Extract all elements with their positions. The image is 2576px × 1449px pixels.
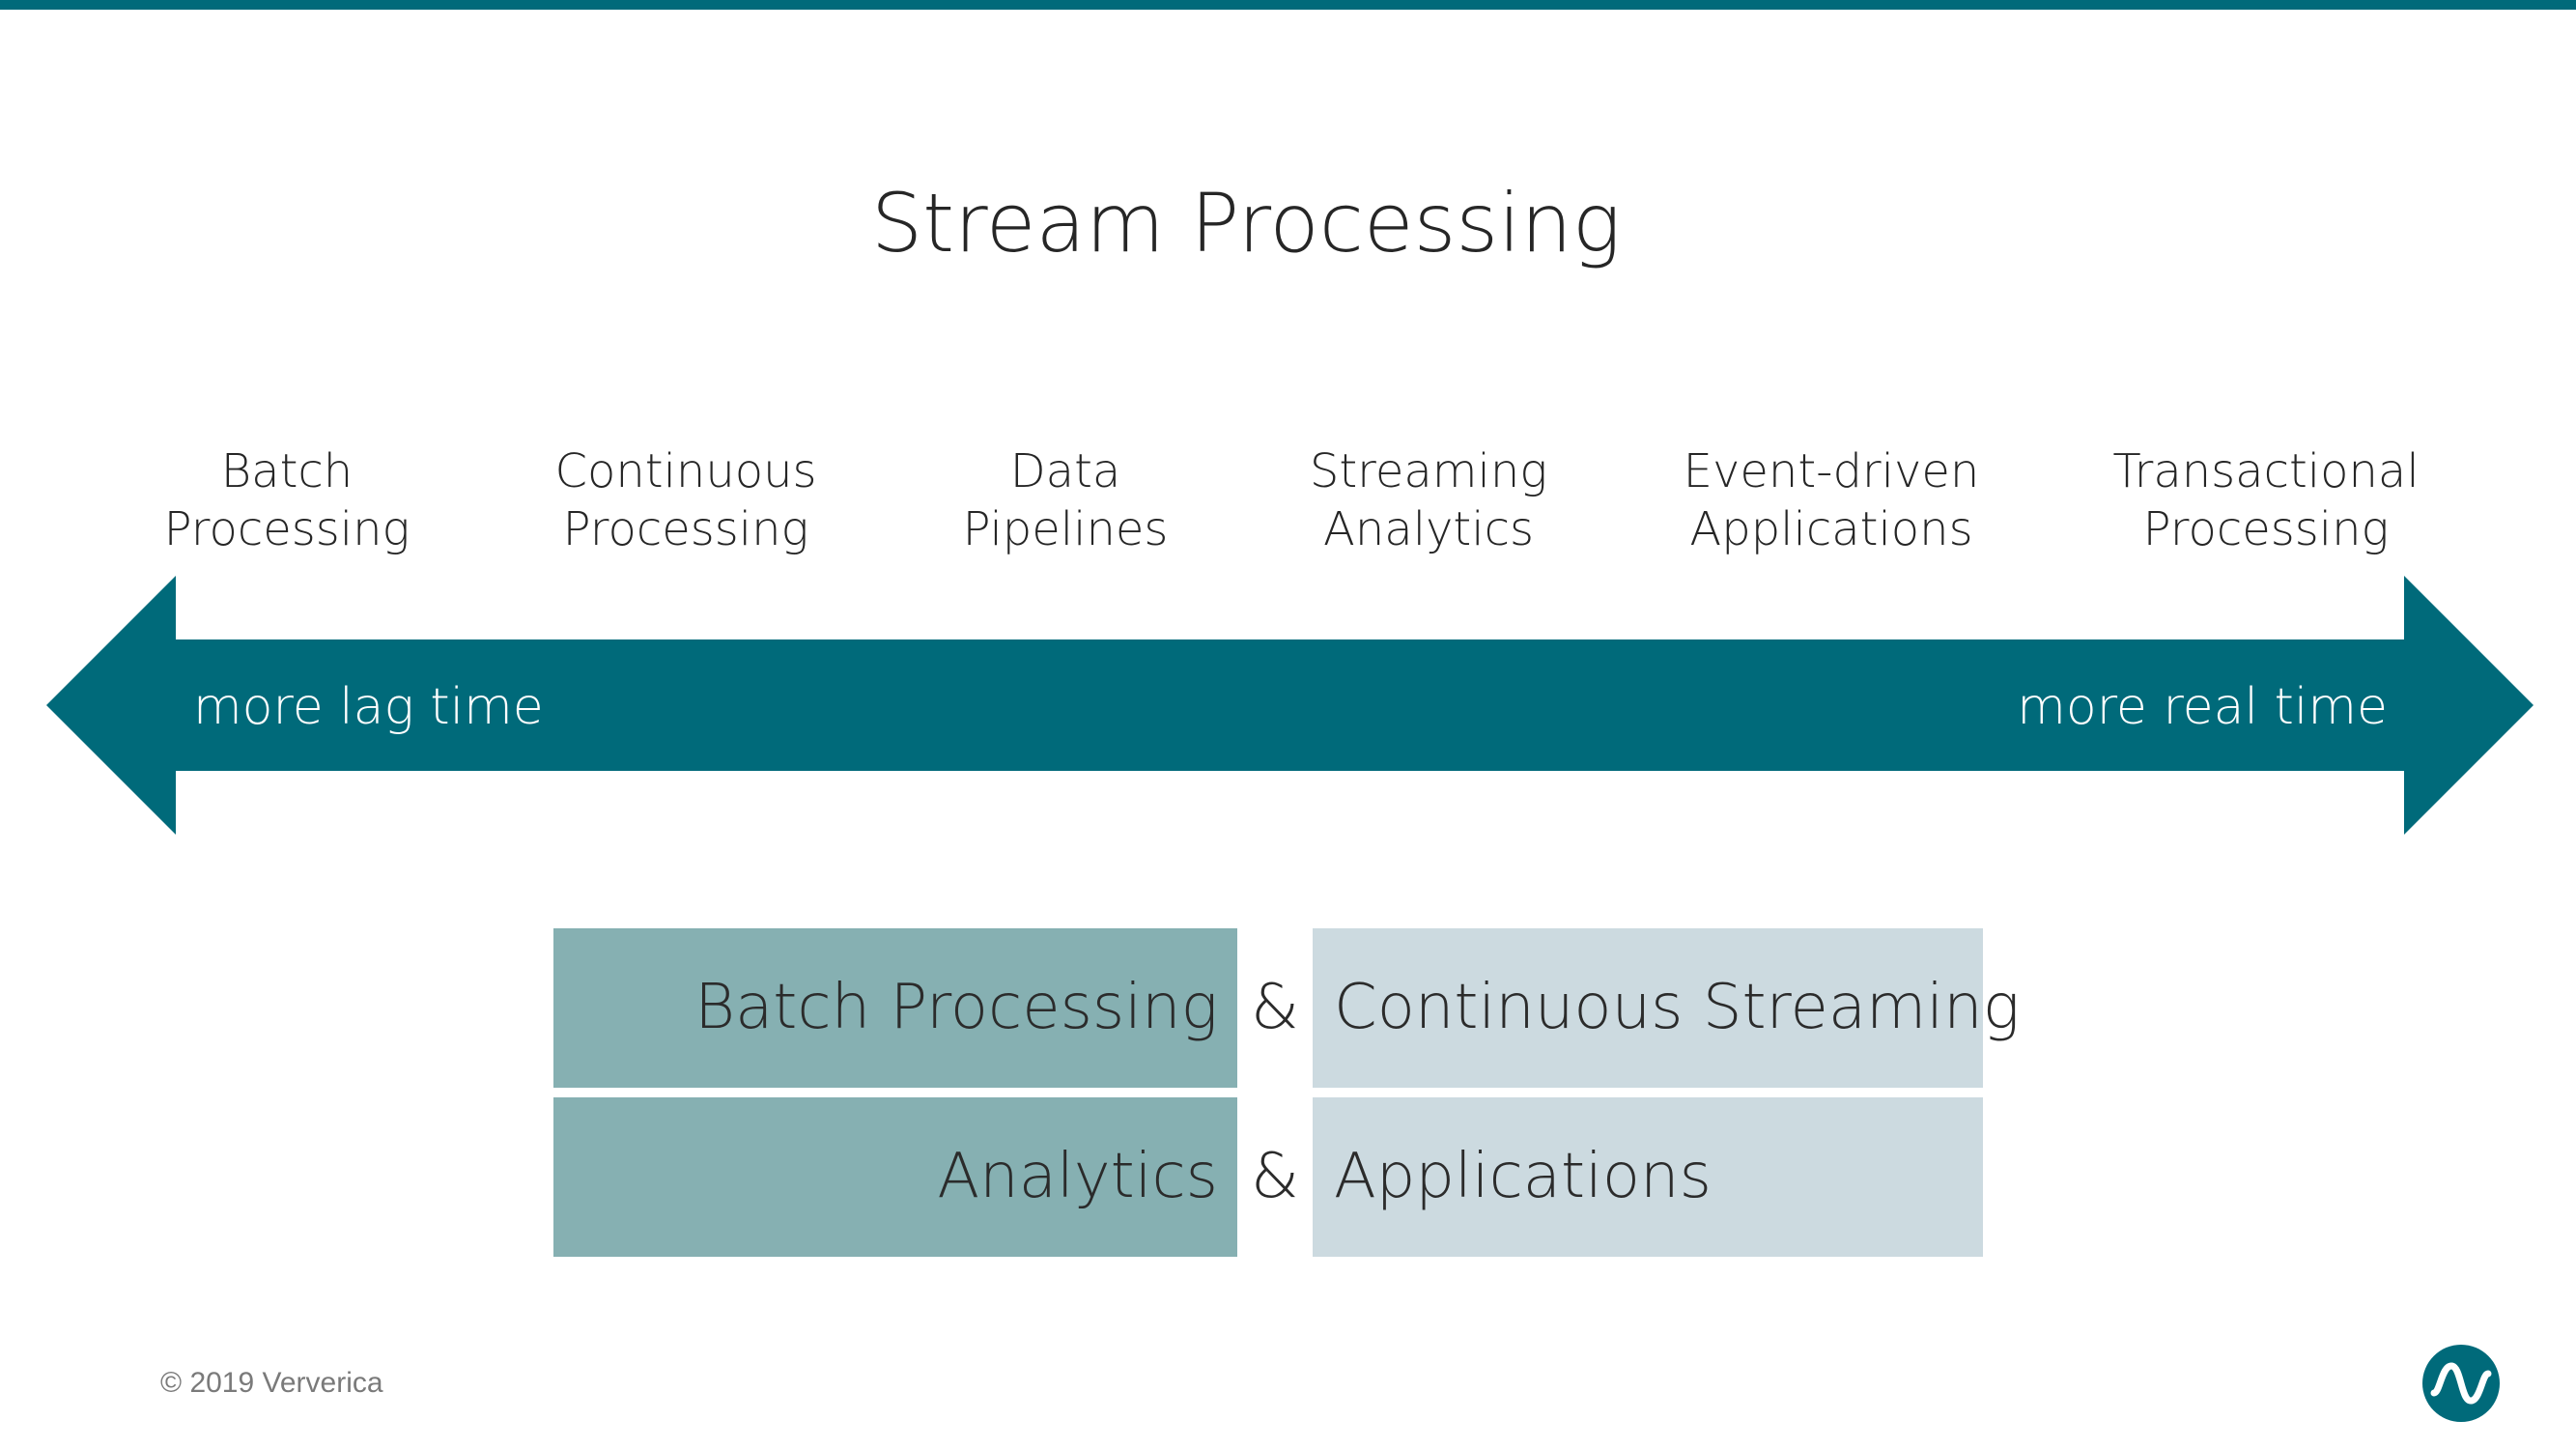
ampersand: & — [1251, 972, 1299, 1043]
stage-line: Streaming — [1309, 444, 1548, 498]
stage-line: Applications — [1689, 502, 1973, 556]
stage-event-driven-applications: Event-driven Applications — [1628, 442, 2034, 558]
double-arrow-shape — [46, 576, 2534, 835]
arrow-label-lag: more lag time — [193, 678, 544, 736]
stage-line: Batch — [220, 444, 354, 498]
stage-line: Processing — [2142, 502, 2390, 556]
stage-line: Transactional — [2112, 444, 2420, 498]
stage-streaming-analytics: Streaming Analytics — [1226, 442, 1631, 558]
box-analytics: Analytics — [553, 1097, 1237, 1257]
box-continuous-streaming: Continuous Streaming — [1313, 928, 2020, 1088]
top-accent-bar — [0, 0, 2576, 10]
box-batch-processing: Batch Processing — [553, 928, 1237, 1088]
stage-line: Analytics — [1323, 502, 1534, 556]
stage-continuous-processing: Continuous Processing — [483, 442, 889, 558]
copyright-text: © 2019 Ververica — [160, 1367, 383, 1399]
slide-title: Stream Processing — [870, 176, 1622, 270]
logo-wave — [2430, 1362, 2492, 1405]
stage-line: Processing — [163, 502, 410, 556]
box-applications: Applications — [1313, 1097, 1983, 1257]
stage-transactional-processing: Transactional Processing — [2063, 442, 2469, 558]
stage-line: Continuous — [554, 444, 817, 498]
stage-batch-processing: Batch Processing — [84, 442, 490, 558]
stage-line: Event-driven — [1683, 444, 1980, 498]
ververica-wave-icon — [2422, 1345, 2500, 1422]
stage-line: Pipelines — [962, 502, 1169, 556]
stage-line: Processing — [562, 502, 809, 556]
arrow-label-real-time: more real time — [2017, 678, 2388, 736]
stage-line: Data — [1009, 444, 1121, 498]
ampersand: & — [1251, 1141, 1299, 1212]
stage-data-pipelines: Data Pipelines — [863, 442, 1268, 558]
